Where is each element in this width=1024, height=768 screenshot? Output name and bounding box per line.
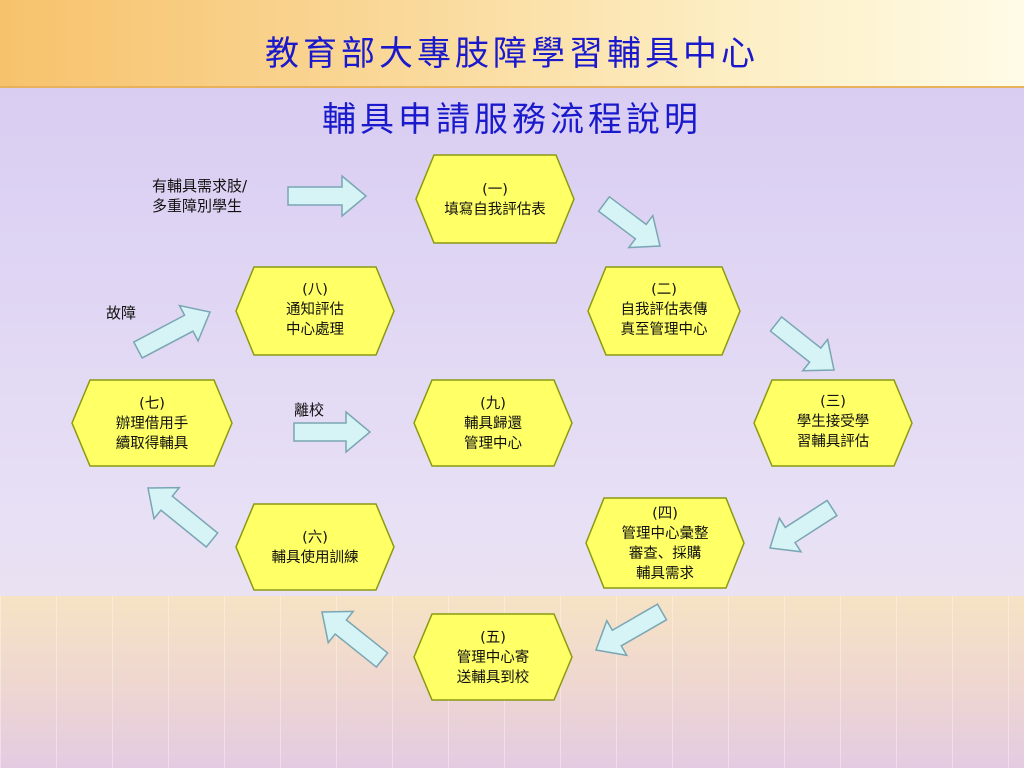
step-five-line-1: 管理中心寄: [456, 650, 530, 666]
step-six-hex: [235, 503, 395, 591]
arrow-start-to-one: [287, 174, 368, 218]
page-subtitle: 輔具申請服務流程說明: [322, 100, 702, 140]
step-four-line-2: 審查、採購: [628, 546, 702, 562]
step-six-line-1: 輔具使用訓練: [271, 550, 359, 566]
step-two: (二) 自我評估表傳 真至管理中心: [588, 270, 740, 350]
step-three: (三) 學生接受學 習輔具評估: [754, 382, 912, 462]
page-title: 教育部大專肢障學習輔具中心: [265, 34, 759, 74]
arrow-one-to-two: [597, 195, 661, 249]
step-one-line-1: 填寫自我評估表: [444, 202, 546, 218]
step-four-number: (四): [652, 506, 678, 522]
arrow-leave-to-nine: [293, 410, 372, 454]
arrow-fault-to-eight: [132, 304, 212, 359]
step-seven-number: (七): [139, 396, 165, 412]
step-eight-line-1: 通知評估: [286, 302, 344, 318]
start-label-line-2: 多重障別學生: [152, 197, 243, 215]
step-eight-hex: [235, 266, 395, 356]
step-three-line-1: 學生接受學: [796, 414, 870, 430]
step-two-number: (二): [651, 282, 677, 298]
arrow-two-to-three: [769, 315, 835, 372]
start-label-line-1: 有輔具需求肢/: [152, 177, 248, 195]
step-one: (一) 填寫自我評估表: [416, 160, 574, 240]
step-three-line-2: 習輔具評估: [796, 434, 870, 450]
step-seven-line-2: 續取得輔具: [115, 436, 189, 452]
leave-label-text: 離校: [294, 401, 325, 419]
step-nine: (九) 輔具歸還 管理中心: [414, 382, 572, 466]
step-five: (五) 管理中心寄 送輔具到校: [414, 618, 572, 698]
step-five-line-2: 送輔具到校: [456, 670, 530, 686]
step-four-line-3: 輔具需求: [636, 566, 694, 582]
step-two-line-1: 自我評估表傳: [620, 302, 708, 318]
step-five-hex: [413, 613, 573, 701]
step-two-hex: [587, 266, 741, 356]
step-four-hex: [585, 497, 745, 589]
step-four: (四) 管理中心彙整 審查、採購 輔具需求: [586, 502, 744, 586]
step-eight: (八) 通知評估 中心處理: [236, 270, 394, 350]
step-eight-line-2: 中心處理: [286, 322, 344, 338]
leave-label: 離校: [294, 400, 324, 420]
step-nine-number: (九): [480, 396, 506, 412]
step-eight-number: (八): [302, 282, 328, 298]
step-two-line-2: 真至管理中心: [620, 322, 708, 338]
step-three-hex: [753, 379, 913, 467]
step-nine-hex: [413, 379, 573, 467]
step-seven-hex: [71, 379, 233, 467]
arrow-five-to-six: [321, 610, 389, 669]
step-five-number: (五): [480, 630, 506, 646]
fault-label: 故障: [106, 303, 136, 323]
step-nine-line-1: 輔具歸還: [464, 416, 522, 432]
step-one-hex: [415, 154, 575, 244]
arrow-six-to-seven: [147, 486, 219, 549]
step-three-number: (三): [820, 394, 846, 410]
step-four-line-1: 管理中心彙整: [621, 526, 709, 542]
step-one-number: (一): [482, 182, 508, 198]
step-six: (六) 輔具使用訓練: [236, 508, 394, 588]
arrow-three-to-four: [769, 499, 838, 553]
header-bar: [0, 0, 1024, 88]
arrow-four-to-five: [594, 603, 668, 657]
step-nine-line-2: 管理中心: [464, 436, 522, 452]
fault-label-text: 故障: [106, 304, 137, 322]
step-six-number: (六): [302, 530, 328, 546]
step-seven: (七) 辦理借用手 續取得輔具: [72, 382, 232, 466]
step-seven-line-1: 辦理借用手: [115, 416, 189, 432]
start-label: 有輔具需求肢/ 多重障別學生: [152, 176, 247, 216]
